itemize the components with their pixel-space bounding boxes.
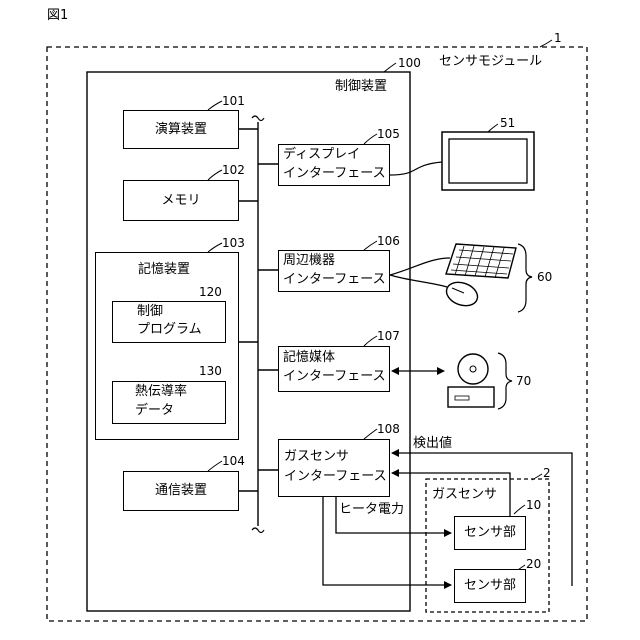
media-ref: 70 [516,374,531,388]
gas-if-label-line1: ガスセンサ [284,448,349,466]
sensor-unit-2-label: センサ部 [464,578,516,593]
figure-label: 図1 [47,7,68,24]
display-if-label-line2: インターフェース [283,165,386,183]
memory-ref: 102 [222,163,245,177]
display-ref: 51 [500,116,515,130]
thermal-ref: 130 [199,364,222,378]
comm-label: 通信装置 [155,483,207,498]
sensor-unit-1-label: センサ部 [464,525,516,540]
storage-label: 記憶装置 [138,261,190,278]
media-drive-icon [448,354,494,407]
display-if-label-line1: ディスプレイ [283,146,360,164]
thermal-label-line1: 熱伝導率 [135,383,187,401]
peripherals-ref: 60 [537,270,552,284]
display-monitor-icon [442,132,534,190]
detection-label: 検出値 [413,435,452,452]
thermal-label-line2: データ [135,402,174,420]
periph-if-label-line2: インターフェース [283,271,386,289]
periph-if-ref: 106 [377,234,400,248]
sensor-unit-1-ref: 10 [526,498,541,512]
memory-block: メモリ [123,180,239,221]
display-if-ref: 105 [377,127,400,141]
controller-ref: 100 [398,56,421,70]
mouse-icon [443,278,481,310]
sensor-unit-1: センサ部 [454,516,526,550]
gas-if-label-line2: インターフェース [284,468,387,486]
gas-sensor-ref: 2 [543,466,551,480]
gas-if-ref: 108 [377,422,400,436]
periph-if-label-line1: 周辺機器 [283,252,335,270]
module-ref: 1 [554,31,562,45]
module-label: センサモジュール [439,53,542,70]
storage-ref: 103 [222,236,245,250]
comm-block: 通信装置 [123,471,239,511]
cpu-block: 演算装置 [123,110,239,149]
memory-label: メモリ [161,193,200,208]
cpu-ref: 101 [222,94,245,108]
gas-sensor-label: ガスセンサ [432,486,497,503]
media-if-label-line1: 記憶媒体 [283,349,335,367]
cpu-label: 演算装置 [155,122,207,137]
sensor-unit-2-ref: 20 [526,557,541,571]
comm-ref: 104 [222,454,245,468]
heater-power-label: ヒータ電力 [339,501,404,518]
keyboard-icon [446,244,516,278]
sensor-unit-2: センサ部 [454,569,526,603]
media-if-label-line2: インターフェース [283,368,386,386]
controller-label: 制御装置 [335,78,387,95]
media-if-ref: 107 [377,329,400,343]
program-ref: 120 [199,285,222,299]
program-label-line1: 制御 [137,303,163,321]
program-label-line2: プログラム [137,321,202,339]
